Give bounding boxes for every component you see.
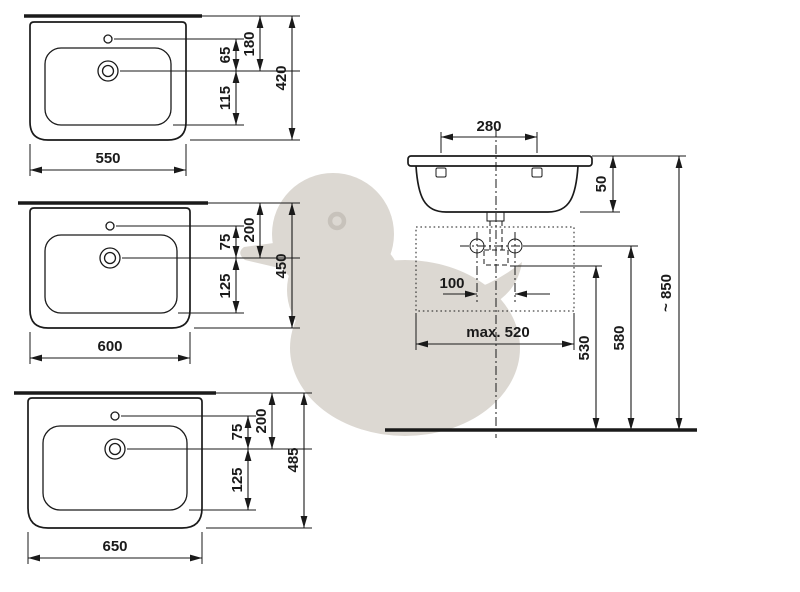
duck-beak [240,241,296,271]
dim-label-280: 280 [476,118,501,135]
plan-view-600: 600 75 125 200 450 [18,201,300,364]
dim-max-520: max. 520 [415,313,575,350]
dim-depths-650: 75 125 200 485 [121,393,312,529]
inner-bowl [44,234,178,314]
dim-label-180: 180 [241,31,258,56]
dim-depths-550: 65 115 180 420 [114,15,300,141]
drain-inner [108,442,122,456]
dim-label-485: 485 [285,447,302,472]
dim-label-max-520: max. 520 [466,324,529,341]
basin-outline [29,21,187,141]
dim-label-125: 125 [229,467,246,492]
dim-label-530: 530 [576,335,593,360]
dim-label-width: 600 [97,338,122,355]
duck-tail [466,262,522,314]
dim-label-width: 550 [95,150,120,167]
dim-label-65: 65 [217,47,234,64]
duck-head [272,173,394,295]
drain-outer [99,247,121,269]
dim-label-75: 75 [217,234,234,251]
dim-label-125: 125 [217,273,234,298]
dim-280: 280 [440,118,538,153]
elevation-view: 280 50 100 max. 520 530 580 [385,118,697,438]
dim-label-width: 650 [102,538,127,555]
drain-inner [101,64,115,78]
dim-label-450: 450 [273,253,290,278]
plan-view-650: 650 75 125 200 485 [14,391,312,564]
basin-rim [407,155,593,167]
basin-outline [29,207,191,329]
tap-hole [105,221,115,231]
drain-outer [97,60,119,82]
duck-eye-icon [327,211,347,231]
dim-label-100: 100 [439,275,464,292]
dim-850: ~ 850 [592,155,686,430]
dim-label-200: 200 [241,217,258,242]
drain-inner [103,251,117,265]
dim-label-50: 50 [593,176,610,193]
tap-hole [110,411,120,421]
drain-outer [104,438,126,460]
dim-label-420: 420 [273,65,290,90]
basin-outline [27,397,203,529]
dim-width-650: 650 [27,532,203,564]
overflow-mark-right [531,167,543,178]
plan-view-550: 550 65 115 180 420 [24,14,300,176]
duck-watermark [240,173,522,436]
dim-width-600: 600 [29,332,191,364]
dim-depths-600: 75 125 200 450 [116,203,300,329]
dim-width-550: 550 [29,144,187,176]
dim-label-850: ~ 850 [658,274,675,312]
inner-bowl [44,47,172,126]
dim-label-580: 580 [611,325,628,350]
dim-label-200: 200 [253,408,270,433]
inner-bowl [42,425,188,511]
dim-label-75: 75 [229,424,246,441]
dim-530: 530 [510,265,602,430]
dim-100: 100 [439,275,550,298]
dim-580: 580 [524,245,638,430]
dim-label-115: 115 [217,86,234,110]
tap-hole [103,34,113,44]
overflow-mark-left [435,167,447,178]
